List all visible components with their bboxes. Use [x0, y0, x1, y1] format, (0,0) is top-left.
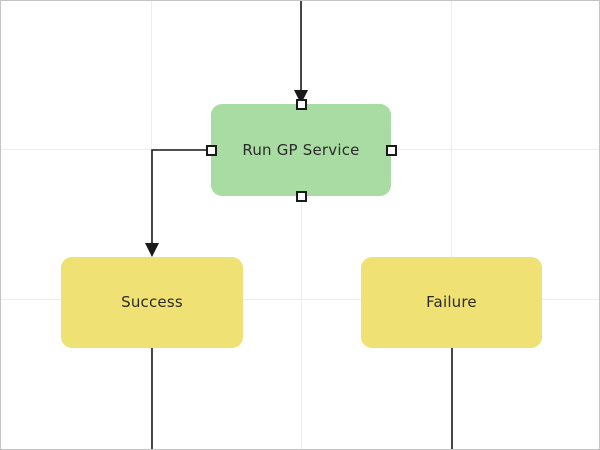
- port-right-handle[interactable]: [385, 144, 397, 156]
- port-top-handle[interactable]: [295, 98, 307, 110]
- edge-run-gp-service-to-success[interactable]: [145, 149, 211, 257]
- node-success[interactable]: Success: [61, 257, 243, 348]
- edge-success-arrowhead: [145, 243, 159, 257]
- edge-success-line: [151, 149, 211, 249]
- grid-line-vertical: [301, 1, 302, 449]
- edge-incoming-top[interactable]: [294, 1, 308, 104]
- port-bottom-handle[interactable]: [295, 190, 307, 202]
- port-left-handle[interactable]: [205, 144, 217, 156]
- node-failure-label: Failure: [426, 293, 477, 311]
- node-run-gp-service-label: Run GP Service: [242, 140, 360, 159]
- node-run-gp-service[interactable]: Run GP Service: [211, 104, 391, 196]
- node-success-label: Success: [121, 293, 183, 311]
- grid-line-vertical: [451, 1, 452, 449]
- node-failure[interactable]: Failure: [361, 257, 542, 348]
- grid-line-vertical: [151, 1, 152, 449]
